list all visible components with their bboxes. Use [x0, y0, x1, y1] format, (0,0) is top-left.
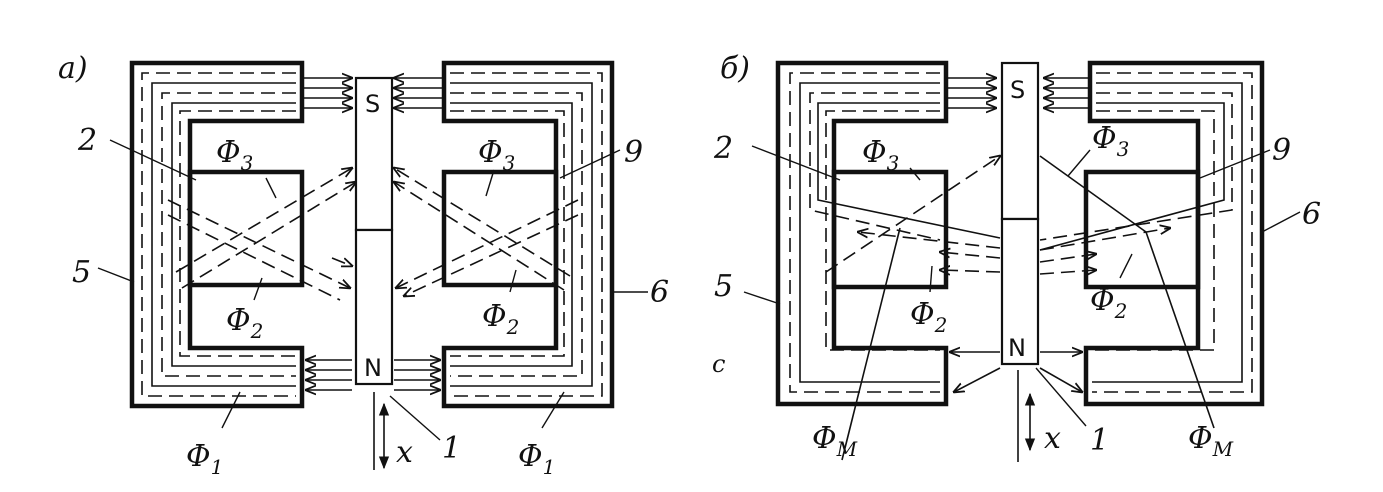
panel-b-leader-f3-left [909, 167, 921, 181]
panel-b-right-flux-3 [1039, 92, 1233, 241]
panel-a-leader-f3-left [265, 177, 277, 199]
panel-b-leader-5 [743, 291, 781, 305]
panel-a-left-flux-2 [151, 82, 296, 387]
panel-a-leader-f1-right [541, 391, 565, 429]
panel-a-left-cross-flux [167, 168, 356, 301]
panel-a: S N x а) 2 9 5 6 1 Φ3 Φ3 Φ2 Φ2 Φ1 Φ1 [58, 51, 669, 479]
panel-b-flux-m-right: ΦM [1188, 421, 1234, 461]
panel-b-right-winding [1083, 169, 1201, 290]
panel-a-leader-5 [97, 267, 135, 283]
panel-b-left-flux-3 [809, 92, 941, 241]
panel-b-magnet-s [1000, 61, 1040, 221]
panel-b-right-flux-2 [1092, 82, 1243, 383]
panel-a-magnet-n [354, 228, 394, 386]
panel-b-gap-arrows-top [946, 78, 1090, 108]
panel-a-right-flux-5 [450, 110, 565, 357]
panel-b-label-5: 5 [714, 269, 733, 304]
panel-b-magnet-n [1000, 217, 1040, 366]
panel-a-leader-f3-right [485, 169, 495, 197]
panel-b-inner-flux [825, 156, 1215, 461]
panel-b-magnet-s-label: S [1010, 76, 1025, 104]
panel-b-stray-mark: c [712, 350, 725, 378]
panel-a-left-flux-3 [161, 92, 296, 377]
panel-a-left-core [129, 60, 305, 409]
panel-b-left-flux-4 [817, 102, 1001, 239]
panel-a-right-winding [441, 169, 559, 288]
panel-b-flux-2-left: Φ2 [910, 297, 947, 337]
panel-b-leader-f2-right [1119, 253, 1133, 279]
panel-a-gap-arrows-top [302, 78, 444, 108]
panel-a-leader-f1-left [221, 391, 241, 429]
panel-b-left-winding [831, 169, 949, 290]
panel-a-right-cross-flux [394, 168, 579, 296]
panel-a-flux-2-right: Φ2 [482, 299, 519, 339]
panel-b-right-flux-1 [1092, 72, 1253, 393]
panel-b-right-flux-5 [1092, 110, 1215, 351]
panel-a-axis-x: x [396, 435, 413, 470]
panel-b-axis-x: x [1044, 421, 1061, 456]
panel-b-label-9: 9 [1272, 133, 1291, 168]
panel-a-left-flux-5 [179, 110, 296, 357]
panel-b-magnet-n-label: N [1008, 334, 1026, 362]
panel-b-right-core [1083, 60, 1265, 407]
panel-a-right-flux-3 [450, 92, 583, 377]
panel-a-flux-3-right: Φ3 [478, 135, 515, 175]
panel-b-flux-m-left: ΦM [812, 421, 858, 461]
panel-b-flux-2-right: Φ2 [1090, 283, 1127, 323]
panel-a-flux-1-right: Φ1 [518, 439, 555, 479]
panel-a-right-flux-4 [450, 102, 573, 367]
panel-a-gap-arrows-bottom [306, 360, 440, 390]
panel-b-leader-1 [1035, 367, 1087, 427]
panel-b-left-core [775, 60, 949, 407]
panel-b-left-flux-2 [799, 82, 940, 383]
panel-a-label-9: 9 [624, 135, 643, 170]
panel-b-left-flux-1 [789, 72, 940, 393]
panel-a-right-core [441, 60, 615, 409]
panel-b-label-2: 2 [713, 131, 733, 166]
panel-a-label-6: 6 [650, 275, 669, 310]
panel-b-label-1: 1 [1090, 423, 1109, 458]
panel-a-right-flux-2 [450, 82, 593, 387]
panel-b-leader-2 [751, 145, 841, 181]
panel-a-flux-1-left: Φ1 [186, 439, 223, 479]
panel-b-label-6: 6 [1302, 197, 1321, 232]
panel-b-left-flux-5 [825, 110, 940, 351]
panel-a-leader-f2-left [253, 277, 263, 301]
panel-a-left-flux-outer [141, 72, 296, 397]
panel-a-flux-2-left: Φ2 [226, 303, 263, 343]
panel-a-left-flux-4 [171, 102, 296, 367]
panel-a-magnet-s-label: S [365, 90, 380, 118]
panel-b-letter: б) [720, 51, 750, 86]
panel-b-right-flux-4 [1039, 102, 1225, 251]
panel-a-leader-f2-right [509, 269, 517, 293]
panel-a-label-1: 1 [442, 431, 461, 466]
panel-a-magnet-n-label: N [364, 354, 382, 382]
panel-b-flux-3-left: Φ3 [862, 135, 899, 175]
panel-a-leader-9 [559, 149, 621, 179]
panel-b-leader-9 [1199, 149, 1271, 179]
panel-a-label-5: 5 [72, 255, 91, 290]
panel-b-leader-f2-left [929, 265, 933, 293]
panel-a-leader-2 [109, 139, 197, 181]
panel-b-flux-3-right: Φ3 [1092, 121, 1129, 161]
panel-a-flux-3-left: Φ3 [216, 135, 253, 175]
panel-b-gap-arrows-bottom [950, 352, 1082, 392]
panel-a-leader-1 [389, 395, 441, 441]
panel-b-leader-f3-right [1067, 149, 1091, 177]
panel-b: S N x б) 2 9 5 6 1 c Φ3 Φ3 Φ2 Φ2 ΦM ΦM [712, 51, 1321, 462]
panel-a-left-winding [187, 169, 305, 288]
panel-a-right-flux-outer [450, 72, 603, 397]
panel-b-leader-6 [1261, 211, 1301, 233]
panel-a-label-2: 2 [77, 123, 97, 158]
panel-a-letter: а) [58, 51, 88, 86]
